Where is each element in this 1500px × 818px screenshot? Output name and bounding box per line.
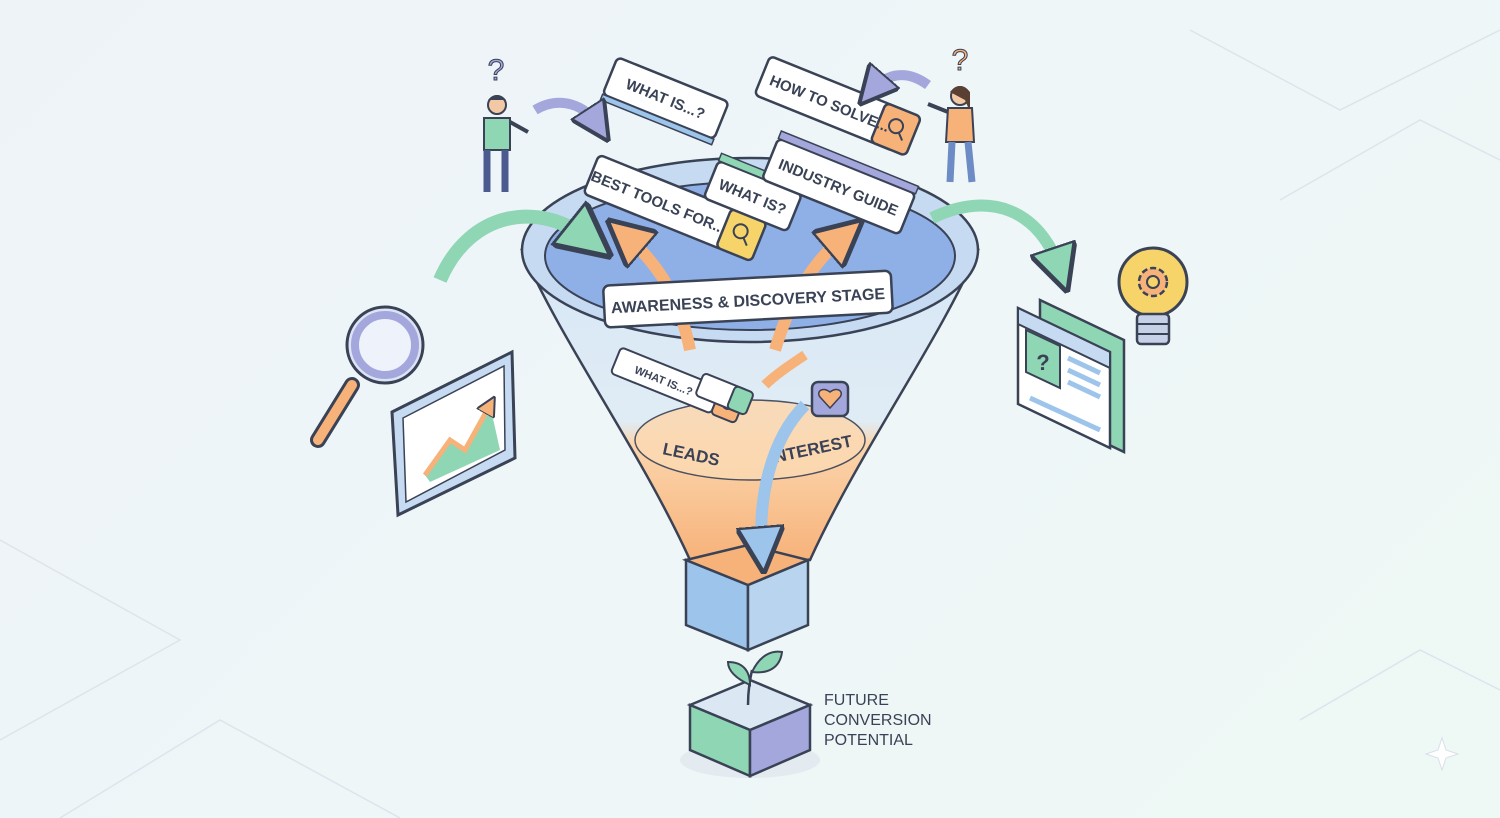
up-arrow-small	[761, 350, 808, 389]
down-arrow-into-spout	[761, 400, 810, 550]
question-mark-right: ?	[952, 44, 969, 77]
magnifier-icon	[310, 305, 425, 448]
browser-window-icon: ?	[1016, 298, 1126, 454]
search-icon	[732, 223, 749, 240]
background-lines	[0, 29, 1500, 818]
search-card-industry-guide: INDUSTRY GUIDE	[762, 129, 920, 235]
person-right: ?	[927, 44, 976, 183]
arrow-person-right	[872, 75, 931, 90]
awareness-stage-banner: AWARENESS & DISCOVERY STAGE	[602, 269, 894, 329]
future-conversion-label: FUTURE CONVERSION POTENTIAL	[824, 692, 936, 749]
search-card-small-green	[695, 373, 754, 416]
growth-chart-icon	[390, 349, 517, 518]
person-left: ?	[483, 54, 529, 192]
sparkle-icon	[1424, 736, 1460, 772]
sprout-box	[680, 650, 820, 778]
lightbulb-gear-icon	[1117, 246, 1189, 346]
browser-question-mark: ?	[1036, 350, 1049, 375]
arrow-into-funnel	[433, 217, 590, 283]
arrow-person-left	[532, 103, 598, 125]
heart-badge-icon	[810, 380, 850, 418]
search-card-what-is-top: WHAT IS...?	[599, 57, 729, 146]
sprout-icon	[726, 650, 784, 706]
question-mark-left: ?	[488, 54, 505, 87]
arrow-out-to-content	[929, 199, 1060, 270]
search-icon	[888, 118, 905, 135]
